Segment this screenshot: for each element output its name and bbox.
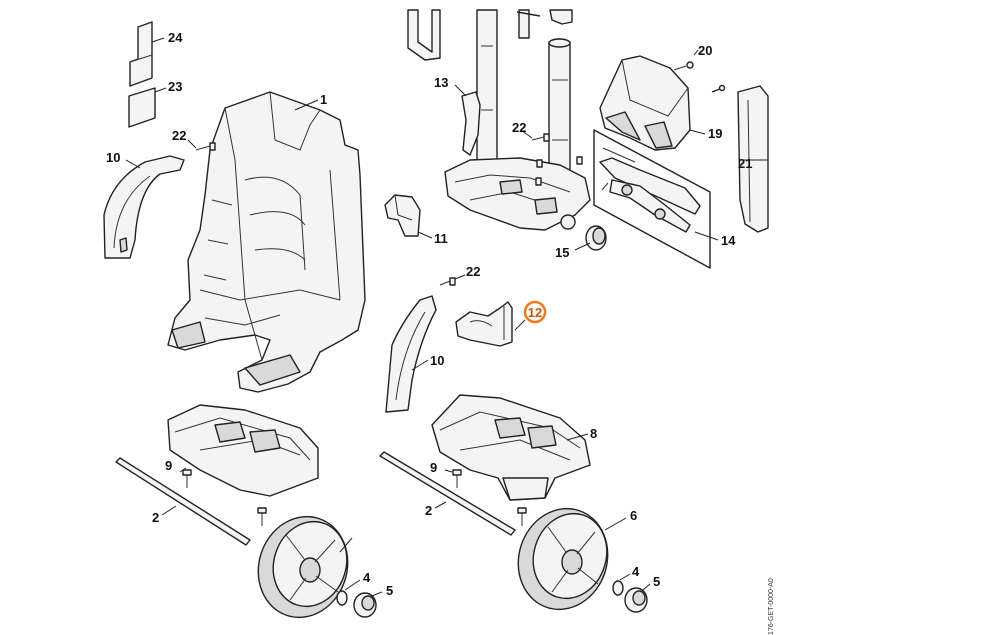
callout-6[interactable]: 6 xyxy=(630,508,637,523)
part-15-cap xyxy=(585,225,607,251)
chassis-base xyxy=(444,157,591,231)
part-8-base-tray-right xyxy=(431,394,591,501)
part-19-handle-grip xyxy=(599,55,726,151)
wheel-left xyxy=(257,515,349,619)
part-8-base-tray-left xyxy=(167,404,319,497)
callout-19[interactable]: 19 xyxy=(708,126,722,141)
screw-left-axle xyxy=(257,507,267,526)
part-21-rail xyxy=(737,85,769,233)
part-24-label-decal xyxy=(129,21,153,87)
callout-22-center[interactable]: 22 xyxy=(466,264,480,279)
part-10-side-cover-left xyxy=(103,155,185,259)
callout-23[interactable]: 23 xyxy=(168,79,182,94)
part-5-cap-right xyxy=(624,587,648,613)
leader-lines xyxy=(125,37,768,597)
callout-12-highlighted[interactable]: 12 xyxy=(523,300,547,324)
callout-21[interactable]: 21 xyxy=(738,156,752,171)
callout-20[interactable]: 20 xyxy=(698,43,712,58)
part-11-clip xyxy=(384,194,421,237)
callout-22-upper[interactable]: 22 xyxy=(512,120,526,135)
callout-10-left[interactable]: 10 xyxy=(106,150,120,165)
callout-14[interactable]: 14 xyxy=(721,233,736,248)
part-2-axle-left xyxy=(115,457,251,546)
callout-9-right[interactable]: 9 xyxy=(430,460,437,475)
callout-24[interactable]: 24 xyxy=(168,30,183,45)
callout-labels: 24 23 1 22 10 13 22 20 19 21 11 14 15 22… xyxy=(106,30,752,598)
screw-right-axle xyxy=(517,507,527,526)
part-4-washer-right xyxy=(612,580,624,596)
part-1-housing xyxy=(167,91,366,393)
callout-10-center[interactable]: 10 xyxy=(430,353,444,368)
part-2-axle-right xyxy=(379,451,516,536)
part-9-screw-right xyxy=(452,469,462,488)
part-22-screw-upper xyxy=(531,133,583,186)
part-22-screw-left xyxy=(195,142,216,151)
callout-4-right[interactable]: 4 xyxy=(632,564,640,579)
part-23-label-decal xyxy=(128,87,156,128)
part-22-screw-center xyxy=(439,277,456,286)
callout-12[interactable]: 12 xyxy=(528,305,542,320)
callout-13[interactable]: 13 xyxy=(434,75,448,90)
callout-2-left[interactable]: 2 xyxy=(152,510,159,525)
callout-5-left[interactable]: 5 xyxy=(386,583,393,598)
callout-9-left[interactable]: 9 xyxy=(165,458,172,473)
callout-15[interactable]: 15 xyxy=(555,245,569,260)
part-13-tube-clip xyxy=(461,91,481,156)
part-6-wheel-right xyxy=(517,507,609,611)
callout-2-right[interactable]: 2 xyxy=(425,503,432,518)
part-14-component-kit xyxy=(593,129,711,269)
callout-22-left[interactable]: 22 xyxy=(172,128,186,143)
part-12-bracket xyxy=(455,301,513,347)
part-10-side-cover-center xyxy=(385,295,437,413)
callout-4-left[interactable]: 4 xyxy=(363,570,371,585)
callout-8[interactable]: 8 xyxy=(590,426,597,441)
callout-11[interactable]: 11 xyxy=(434,231,448,246)
part-5-cap-left xyxy=(353,592,377,618)
part-20-screw xyxy=(673,61,694,71)
frame-tube-assembly xyxy=(407,9,573,196)
callout-1[interactable]: 1 xyxy=(320,92,327,107)
part-4-washer-left xyxy=(336,590,348,606)
document-id: 176-GET-0000-A0 xyxy=(768,578,775,635)
callout-5-right[interactable]: 5 xyxy=(653,574,660,589)
part-9-screw-left xyxy=(182,469,192,488)
